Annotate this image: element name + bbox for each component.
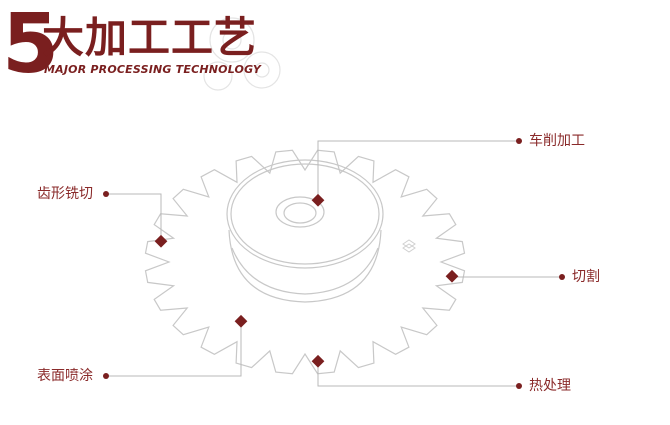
dot-coating-icon	[103, 373, 109, 379]
dot-turning-icon	[516, 138, 522, 144]
label-cutting: 切割	[572, 269, 600, 285]
sprocket-hub	[226, 159, 384, 303]
dot-cutting-icon	[559, 274, 565, 280]
label-turning: 车削加工	[529, 133, 585, 149]
section-title: 大加工工艺	[42, 13, 258, 62]
decorative-gears-icon	[203, 17, 281, 91]
marker-heat-icon	[311, 354, 325, 368]
dot-hobbing-icon	[103, 191, 109, 197]
dot-heat-icon	[516, 383, 522, 389]
label-heat: 热处理	[529, 378, 571, 394]
section-subtitle: MAJOR PROCESSING TECHNOLOGY	[44, 63, 262, 76]
marker-turning-icon	[311, 193, 325, 207]
section-number: 5	[2, 0, 59, 92]
end-dots	[103, 138, 565, 389]
leader-lines	[108, 140, 560, 387]
label-hobbing: 齿形铣切	[37, 186, 93, 202]
marker-hobbing-icon	[154, 234, 168, 248]
leader-line-coating	[108, 322, 242, 377]
gear-logo-icon	[402, 239, 416, 253]
leader-line-hobbing	[108, 193, 162, 242]
marker-cutting-icon	[445, 269, 459, 283]
markers	[154, 193, 459, 368]
leader-line-turning	[317, 140, 517, 201]
sprocket-outline	[144, 149, 466, 375]
label-coating: 表面喷涂	[37, 368, 93, 384]
marker-coating-icon	[234, 314, 248, 328]
leader-line-heat	[317, 362, 517, 387]
